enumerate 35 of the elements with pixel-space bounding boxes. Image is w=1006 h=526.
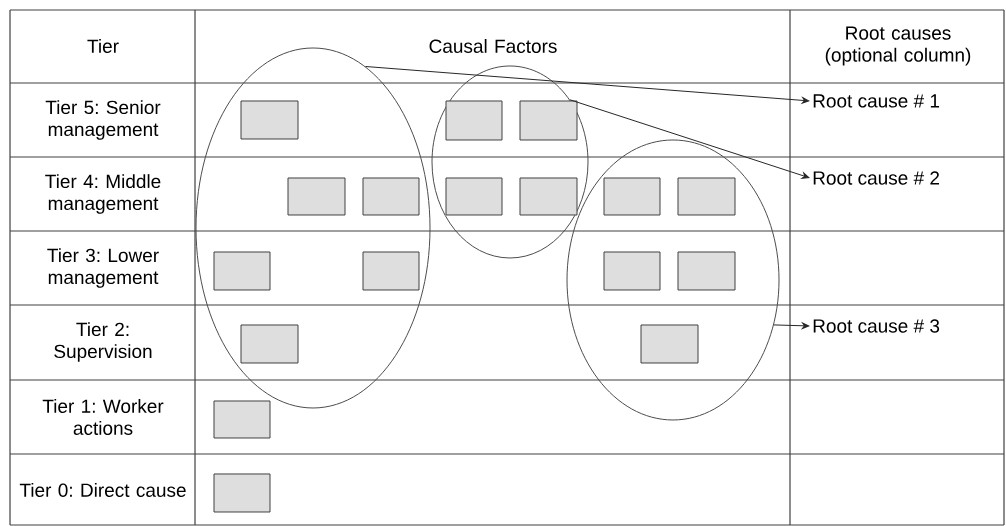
tier-label: Tier 4: Middle management [45,174,161,214]
factor-box [677,251,736,291]
column-header: Causal Factors [429,39,557,53]
root-cause-text: Root cause # 1 [813,94,940,108]
factor-box [213,251,271,291]
tier-label: Tier 5: Senior management [45,100,161,140]
factor-box [519,100,578,141]
factor-box [213,473,271,513]
factor-box [677,177,736,216]
factor-box [362,177,420,216]
factor-box [640,324,699,364]
root-cause-text: Root cause # 3 [813,319,940,333]
arrow [365,66,810,104]
factor-box [445,177,503,216]
tier-label: Tier 0: Direct cause [19,483,186,497]
tier-label: Tier 1: Worker actions [42,399,164,435]
grouping-ellipse [566,139,780,421]
factor-box [240,100,299,140]
column-header: Tier [87,39,119,53]
factor-box [445,100,503,141]
factor-box [603,251,661,291]
factor-box [213,400,271,439]
factor-box [362,251,420,291]
column-header: Root causes (optional column) [825,26,971,66]
factor-box [240,324,299,364]
tier-label: Tier 3: Lower management [47,248,159,288]
factor-box [603,177,661,216]
tier-label: Tier 2: Supervision [54,322,152,362]
arrow [773,322,810,330]
arrow [569,99,810,179]
factor-box [519,177,578,216]
factor-box [287,177,346,216]
grouping-ellipse [431,65,589,259]
root-cause-text: Root cause # 2 [813,171,940,185]
grouping-ellipse [195,47,431,409]
